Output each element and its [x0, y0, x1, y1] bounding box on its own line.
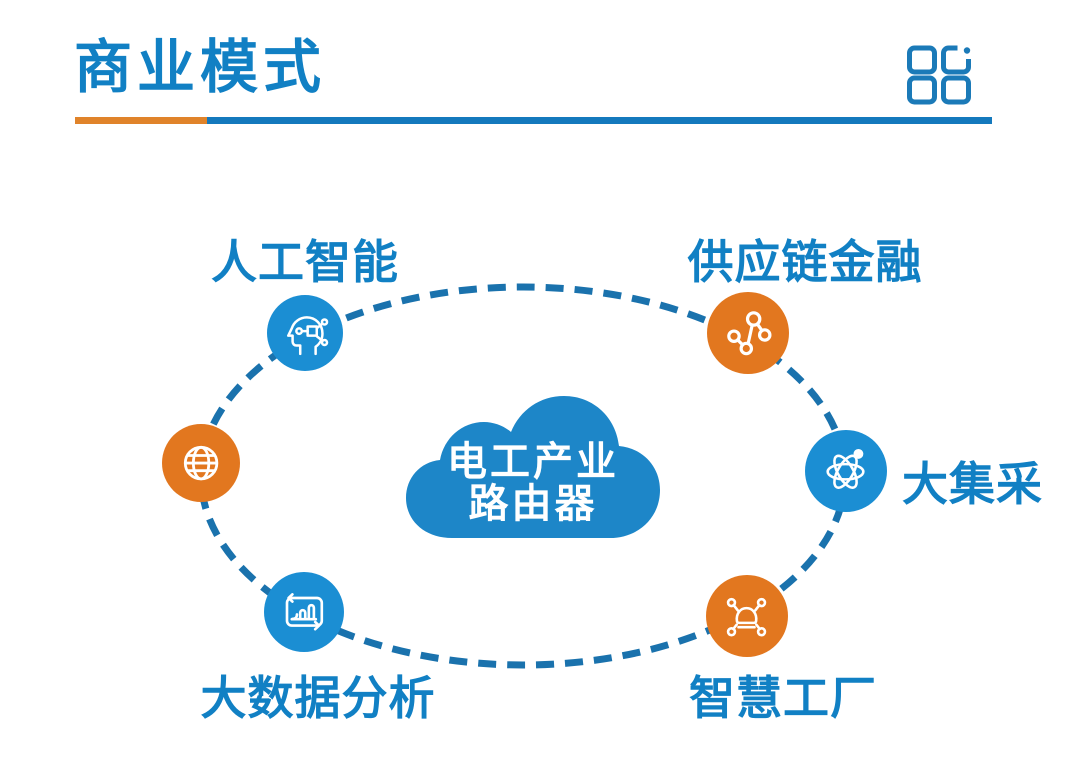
atom-icon [826, 449, 866, 490]
node-supply-chain-finance [707, 292, 789, 374]
node-global-network [162, 424, 240, 502]
linked-nodes-icon [727, 311, 772, 356]
iot-dome-icon [727, 598, 767, 637]
node-big-data-analysis [264, 572, 344, 652]
bar-chart-icon [285, 593, 324, 631]
globe-icon [183, 445, 219, 481]
node-smart-factory [706, 575, 788, 657]
node-bulk-procurement [805, 430, 887, 512]
cloud-label-line1: 电工产业 [447, 440, 619, 484]
label-smart-factory: 智慧工厂 [689, 672, 877, 724]
cloud-shape [406, 396, 660, 538]
label-supply-chain-finance: 供应链金融 [687, 236, 923, 288]
title-underline-blue [207, 117, 992, 124]
title-underline-orange [75, 117, 207, 124]
node-artificial-intelligence [267, 295, 343, 371]
ai-head-circuit-icon [286, 315, 328, 355]
label-artificial-intelligence: 人工智能 [211, 236, 399, 288]
center-cloud: 电工产业 路由器 [406, 396, 660, 538]
label-bulk-procurement: 大集采 [902, 458, 1043, 510]
label-big-data-analysis: 大数据分析 [200, 672, 436, 724]
page-title: 商业模式 [74, 35, 327, 100]
grid-squares-logo-icon [907, 45, 971, 105]
cloud-label-line2: 路由器 [469, 482, 598, 526]
